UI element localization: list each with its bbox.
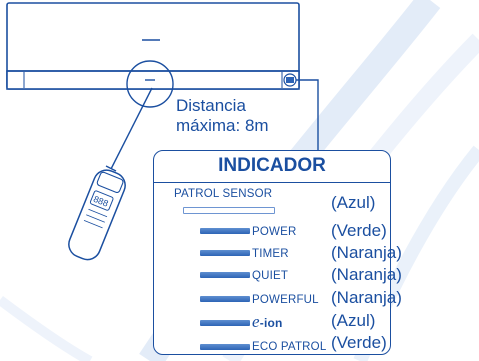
indicator-name-e-ion: e-ion bbox=[252, 312, 283, 332]
e-ion-logo-e: e bbox=[252, 312, 260, 331]
signal-line-end-tick bbox=[105, 165, 117, 172]
indicator-name-power: POWER bbox=[252, 226, 297, 238]
indicator-color-e-ion: (Azul) bbox=[331, 311, 376, 330]
indicator-name-eco-patrol: ECO PATROL bbox=[252, 341, 327, 353]
indicator-color-patrol-sensor: (Azul) bbox=[331, 193, 376, 212]
panel-divider bbox=[154, 182, 390, 183]
indicator-lamp-powerful bbox=[200, 296, 250, 302]
indicator-lamp-power bbox=[200, 228, 250, 234]
indicator-panel: INDICADOR PATROL SENSOR (Azul) POWER (Ve… bbox=[153, 150, 402, 355]
e-ion-logo-ion: -ion bbox=[259, 316, 283, 330]
indicator-color-quiet: (Naranja) bbox=[331, 265, 402, 284]
signal-line bbox=[110, 87, 153, 170]
remote-control: 888 bbox=[68, 169, 126, 261]
indicator-name-powerful: POWERFUL bbox=[252, 294, 319, 306]
distance-line-1: Distancia bbox=[176, 96, 246, 115]
indicator-lamp-patrol-sensor bbox=[183, 207, 275, 214]
indicator-color-timer: (Naranja) bbox=[331, 243, 402, 262]
indicator-lamp-timer bbox=[200, 250, 250, 256]
max-distance-label: Distancia máxima: 8m bbox=[176, 96, 296, 136]
indicator-color-power: (Verde) bbox=[331, 221, 387, 240]
indicator-color-eco-patrol: (Verde) bbox=[331, 333, 387, 352]
distance-line-2: máxima: 8m bbox=[176, 116, 269, 135]
ac-indoor-unit bbox=[6, 2, 300, 90]
panel-title: INDICADOR bbox=[218, 155, 326, 176]
receiver-highlight-circle bbox=[126, 60, 174, 108]
connector-line bbox=[296, 79, 319, 153]
indicator-lamp-quiet bbox=[200, 272, 250, 278]
indicator-lamp-on-unit bbox=[286, 77, 294, 83]
indicator-lamp-eco-patrol bbox=[200, 344, 250, 350]
indicator-lamp-e-ion bbox=[200, 320, 250, 326]
indicator-color-powerful: (Naranja) bbox=[331, 288, 402, 307]
indicator-name-timer: TIMER bbox=[252, 248, 289, 260]
indicator-name-patrol-sensor: PATROL SENSOR bbox=[174, 188, 273, 200]
indicator-name-quiet: QUIET bbox=[252, 270, 289, 282]
